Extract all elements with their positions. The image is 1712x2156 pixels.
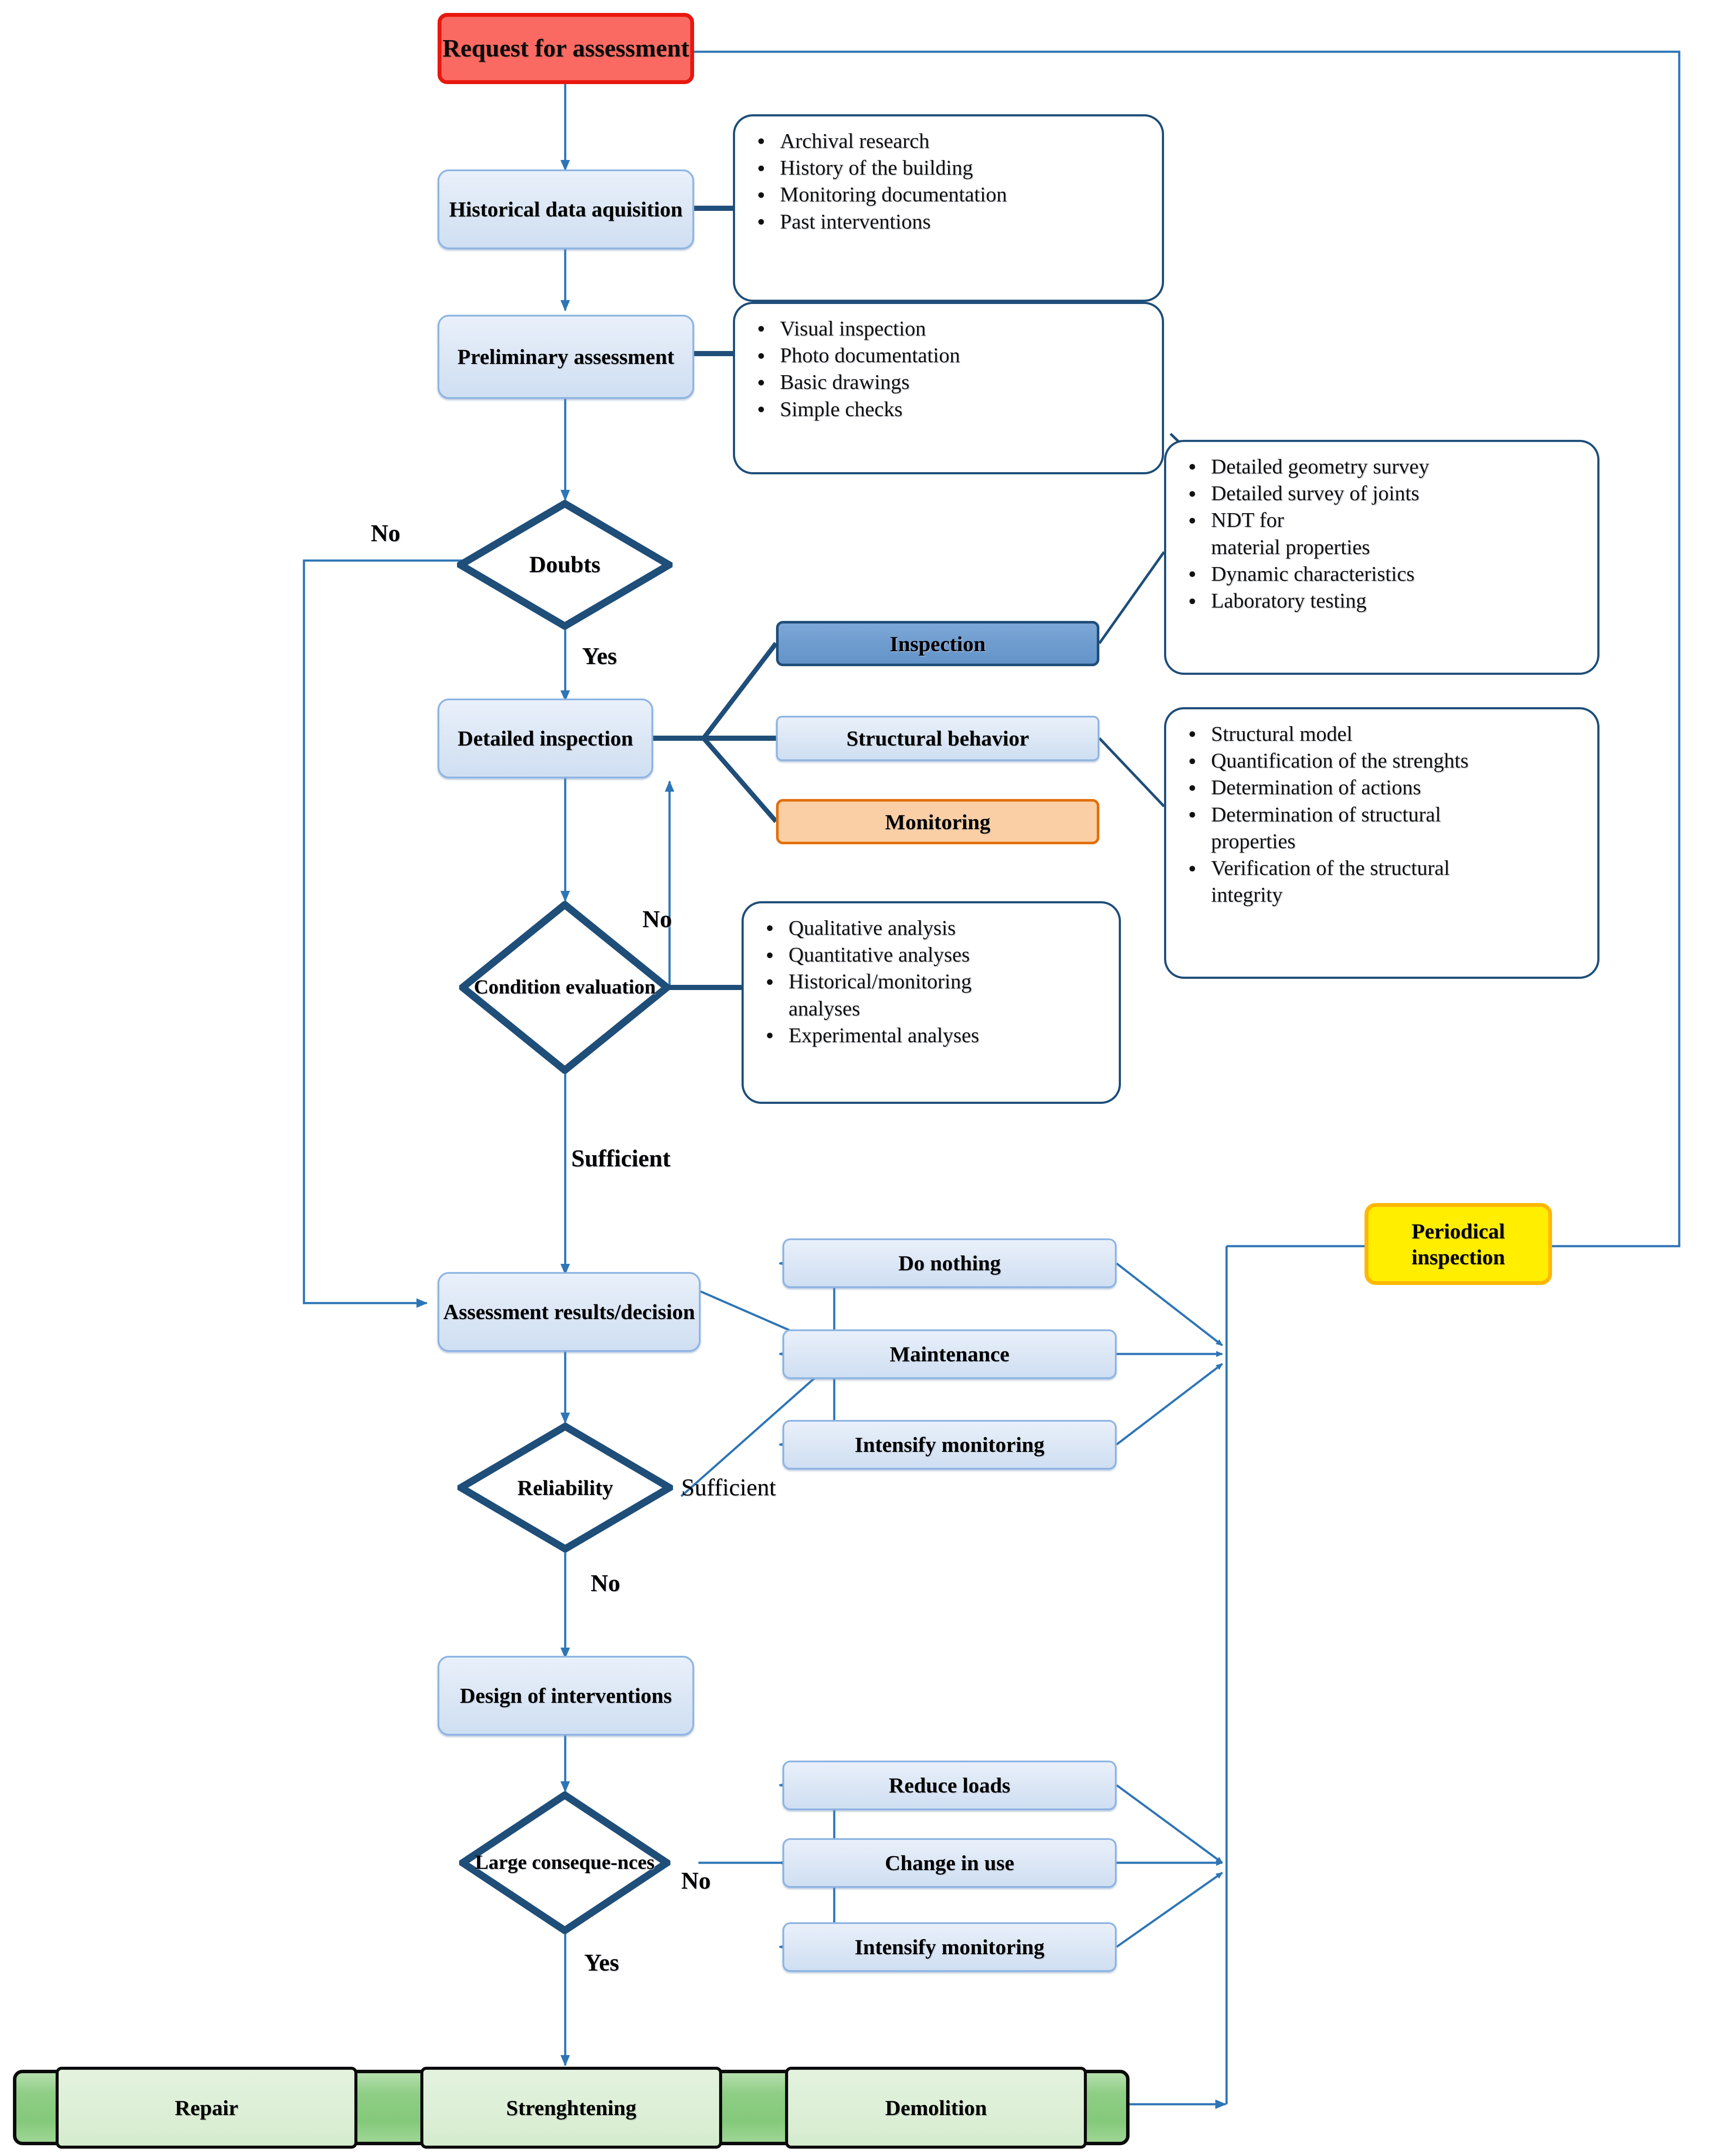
callout-preliminary-assessment-list: Visual inspection Photo documentation Ba… [746,315,1147,423]
list-item: Dynamic characteristics [1177,561,1583,587]
node-request-for-assessment[interactable]: Request for assessment [438,13,694,84]
edge-label-reliability-sufficient: Sufficient [681,1474,776,1501]
node-maintenance[interactable]: Maintenance [782,1329,1117,1379]
edge-label-condition-sufficient: Sufficient [571,1145,671,1172]
node-historical-data-acquisition[interactable]: Historical data aquisition [438,169,694,249]
list-item-continuation: integrity [1211,883,1283,907]
list-item: Experimental analyses [755,1022,1104,1049]
node-monitoring[interactable]: Monitoring [776,799,1099,844]
node-structural-behavior[interactable]: Structural behavior [776,716,1099,761]
node-intensify-monitoring-lower[interactable]: Intensify monitoring [782,1922,1117,1972]
list-item-continuation: material properties [1211,535,1370,559]
callout-historical-data-list: Archival research History of the buildin… [746,128,1147,235]
outcome-band: Repair Strenghtening Demolition [13,2066,1130,2149]
list-item: Simple checks [746,396,1147,423]
decision-doubts[interactable]: Doubts [453,499,676,630]
list-item: Historical/monitoring [755,968,1104,995]
list-item: Detailed survey of joints [1177,480,1583,507]
decision-reliability-label: Reliability [517,1475,613,1500]
decision-reliability[interactable]: Reliability [454,1422,677,1553]
decision-large-consequences-label: Large conseque-nces [475,1851,655,1874]
list-item: History of the building [746,154,1147,181]
callout-preliminary-assessment: Visual inspection Photo documentation Ba… [733,302,1164,474]
node-repair[interactable]: Repair [56,2066,357,2149]
list-item: Laboratory testing [1177,587,1583,614]
list-item: Archival research [746,128,1147,154]
list-item: Visual inspection [746,315,1147,342]
node-preliminary-assessment[interactable]: Preliminary assessment [438,315,694,399]
callout-structural-behavior-details: Structural model Quantification of the s… [1164,707,1599,979]
list-item: Quantitative analyses [755,941,1104,968]
list-item: Photo documentation [746,342,1147,369]
edge-label-doubts-yes: Yes [582,643,617,670]
node-inspection[interactable]: Inspection [776,621,1099,666]
decision-doubts-label: Doubts [529,552,601,578]
decision-condition-evaluation[interactable]: Condition evaluation [457,900,673,1075]
list-item: NDT for [1177,507,1583,533]
edge-label-consequences-no: No [681,1868,711,1894]
callout-condition-evaluation-list: Qualitative analysis Quantitative analys… [755,915,1104,1049]
callout-inspection-details: Detailed geometry survey Detailed survey… [1164,440,1599,675]
node-strengthening[interactable]: Strenghtening [420,2066,722,2149]
list-item: Determination of structural [1177,801,1583,828]
list-item: Quantification of the strenghts [1177,747,1583,774]
list-item: Determination of actions [1177,774,1583,801]
list-item: Detailed geometry survey [1177,453,1583,480]
edge-label-doubts-no: No [371,520,401,547]
edge-label-reliability-no: No [591,1570,620,1597]
node-reduce-loads[interactable]: Reduce loads [782,1761,1117,1810]
list-item: Verification of the structural [1177,855,1583,881]
node-intensify-monitoring-upper[interactable]: Intensify monitoring [782,1420,1117,1470]
callout-inspection-details-list: Detailed geometry survey Detailed survey… [1177,453,1583,614]
callout-condition-evaluation-details: Qualitative analysis Quantitative analys… [742,901,1121,1104]
edge-label-condition-no: No [642,906,672,933]
node-do-nothing[interactable]: Do nothing [782,1238,1117,1288]
list-item-continuation: analyses [789,996,860,1020]
edge-label-consequences-yes: Yes [584,1949,619,1976]
callout-historical-data: Archival research History of the buildin… [733,114,1164,302]
node-demolition[interactable]: Demolition [785,2066,1087,2149]
node-periodical-inspection[interactable]: Periodical inspection [1365,1203,1552,1285]
decision-condition-evaluation-label: Condition evaluation [474,976,656,999]
callout-structural-behavior-list: Structural model Quantification of the s… [1177,721,1583,909]
list-item: Qualitative analysis [755,915,1104,941]
node-design-of-interventions[interactable]: Design of interventions [438,1656,694,1736]
list-item-continuation: properties [1211,829,1296,853]
list-item: Past interventions [746,208,1147,235]
node-change-in-use[interactable]: Change in use [782,1838,1117,1888]
node-assessment-results-decision[interactable]: Assessment results/decision [438,1272,701,1352]
list-item: Monitoring documentation [746,181,1147,208]
list-item: Basic drawings [746,369,1147,395]
node-detailed-inspection[interactable]: Detailed inspection [438,699,653,778]
decision-large-consequences[interactable]: Large conseque-nces [456,1790,674,1935]
list-item: Structural model [1177,721,1583,747]
